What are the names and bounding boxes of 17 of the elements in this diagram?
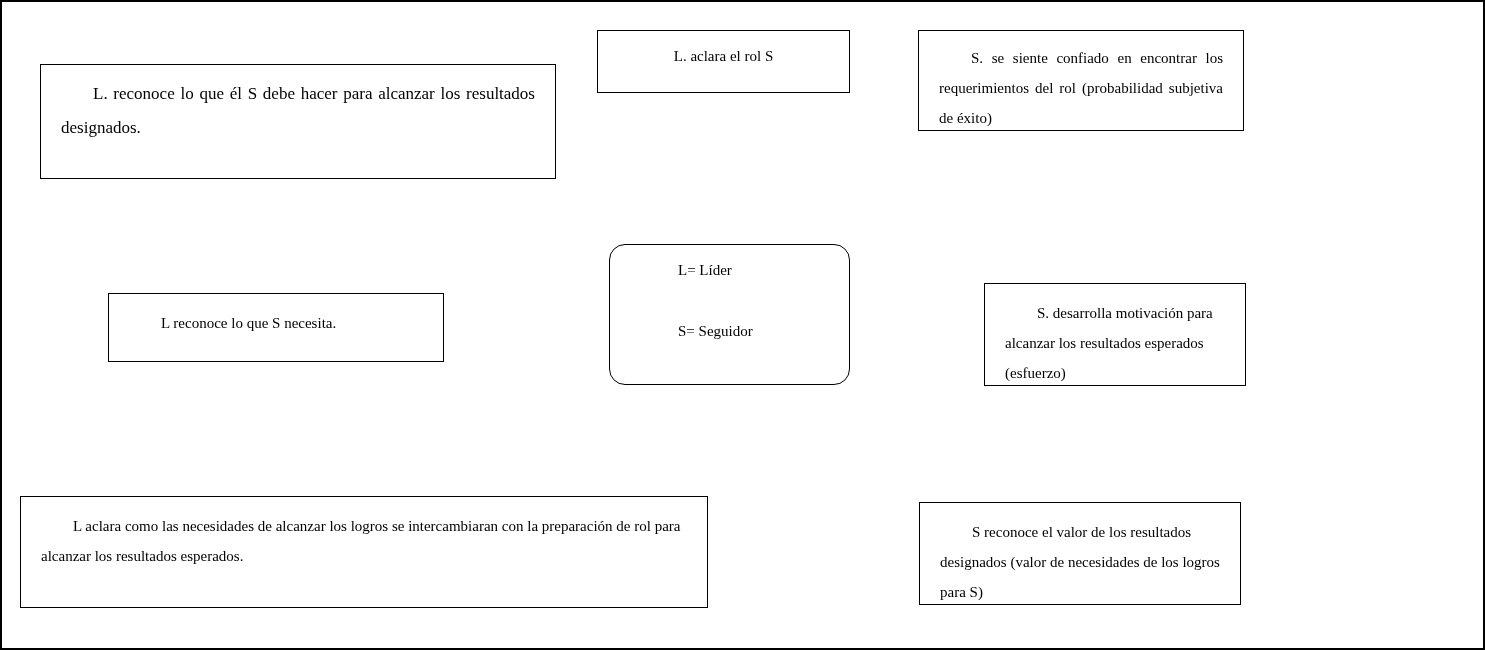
- box-text: L. reconoce lo que él S debe hacer para alcanzar los resultados designados.: [61, 83, 535, 139]
- legend-text: L= Líder: [678, 261, 733, 280]
- text-box: [984, 283, 1246, 386]
- box-text: L aclara como las necesidades de alcanzar los logros se intercambiaran con la preparación de rol para alcanzar los resultados esperados.: [41, 517, 682, 566]
- text-box: [597, 30, 850, 93]
- text-box: [20, 496, 708, 608]
- box-text: S. se siente confiado en encontrar los requerimientos del rol (probabilidad subjetiva de éxito): [939, 49, 1223, 128]
- legend-text: S= Seguidor: [678, 321, 754, 341]
- text-box: [108, 293, 444, 362]
- box-text: L. aclara el rol S: [673, 47, 774, 66]
- text-box: [40, 64, 556, 179]
- box-text: S. desarrolla motivación para alcanzar los resultados esperados (esfuerzo): [1005, 304, 1214, 383]
- text-box: [918, 30, 1244, 131]
- box-text: L reconoce lo que S necesita.: [160, 314, 338, 333]
- rounded-box: [609, 244, 850, 385]
- text-box: [919, 502, 1241, 605]
- box-text: S reconoce el valor de los resultados designados (valor de necesidades de los logros para S): [940, 523, 1220, 602]
